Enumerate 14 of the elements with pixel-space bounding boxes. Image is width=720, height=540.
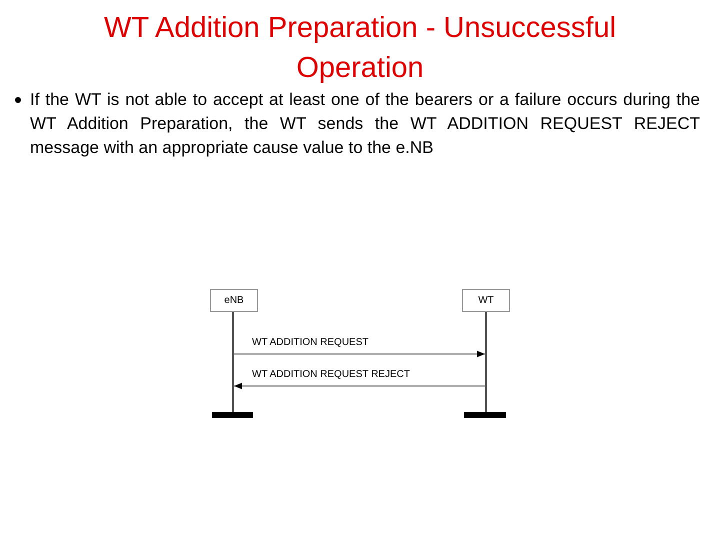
lifeline-end-bar [212, 412, 253, 418]
lifeline-end-bar [464, 412, 506, 418]
participant-name: WT [478, 295, 494, 306]
message-arrow [234, 350, 486, 358]
lifeline [232, 312, 234, 412]
slide-title: WT Addition Preparation - Unsuccessful Operation [102, 11, 618, 86]
bullet-text: If the WT is not able to accept at least one of the bearers or a failure occurs during the WT Addition Preparation, the WT sends the WT ADDITION REQUEST REJECT message with an appropriate cause value to the e.NB [30, 89, 700, 159]
participant-name: eNB [224, 295, 244, 306]
message-arrow [234, 382, 486, 390]
edge-label: WT ADDITION REQUEST [252, 337, 368, 348]
edge-label: WT ADDITION REQUEST REJECT [252, 369, 410, 380]
participant-box [462, 289, 510, 312]
lifeline [485, 312, 487, 412]
participant-box [210, 289, 258, 312]
